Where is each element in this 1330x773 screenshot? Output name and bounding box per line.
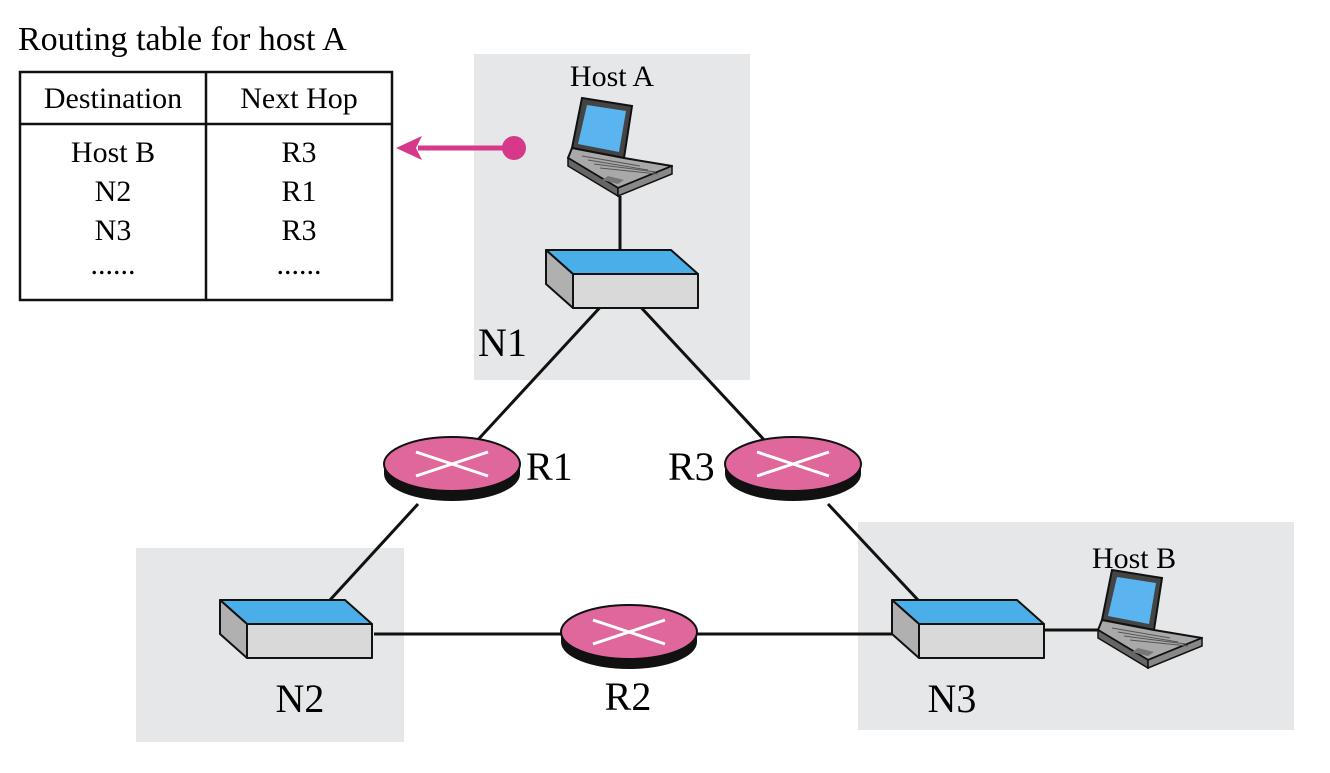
link-n1-r3 xyxy=(634,300,770,446)
router-icon xyxy=(559,603,699,671)
network-n3-label: N3 xyxy=(928,676,977,721)
table-cell: ...... xyxy=(277,248,322,281)
table-cell: ...... xyxy=(91,248,136,281)
host-a-label: Host A xyxy=(570,60,655,93)
link-r1-n2 xyxy=(328,502,420,602)
table-header-destination: Destination xyxy=(44,82,182,115)
routing-table-title: Routing table for host A xyxy=(18,21,347,58)
table-cell: N3 xyxy=(95,214,132,247)
network-n1-label: N1 xyxy=(478,320,527,365)
table-cell: R1 xyxy=(281,175,316,208)
links xyxy=(328,196,1112,636)
table-cell: R3 xyxy=(281,136,316,169)
router-icon xyxy=(723,435,863,503)
table-cell: N2 xyxy=(95,175,132,208)
router-r1-label: R1 xyxy=(526,444,573,489)
table-cell: R3 xyxy=(281,214,316,247)
router-r3-label: R3 xyxy=(668,444,715,489)
router-icon xyxy=(382,435,522,503)
link-n1-r1 xyxy=(472,300,607,446)
table-cell: Host B xyxy=(71,136,155,169)
router-r2-label: R2 xyxy=(605,674,652,719)
pointer-arrow xyxy=(396,136,526,160)
table-header-next-hop: Next Hop xyxy=(240,82,357,115)
network-n2-label: N2 xyxy=(276,676,325,721)
link-r3-n3 xyxy=(826,502,920,602)
switch-icon xyxy=(545,249,699,309)
routing-table: Destination Next Hop Host B R3 N2 R1 N3 … xyxy=(18,70,394,302)
switch-icon xyxy=(891,599,1045,659)
switch-icon xyxy=(219,599,373,659)
host-b-label: Host B xyxy=(1092,542,1176,575)
